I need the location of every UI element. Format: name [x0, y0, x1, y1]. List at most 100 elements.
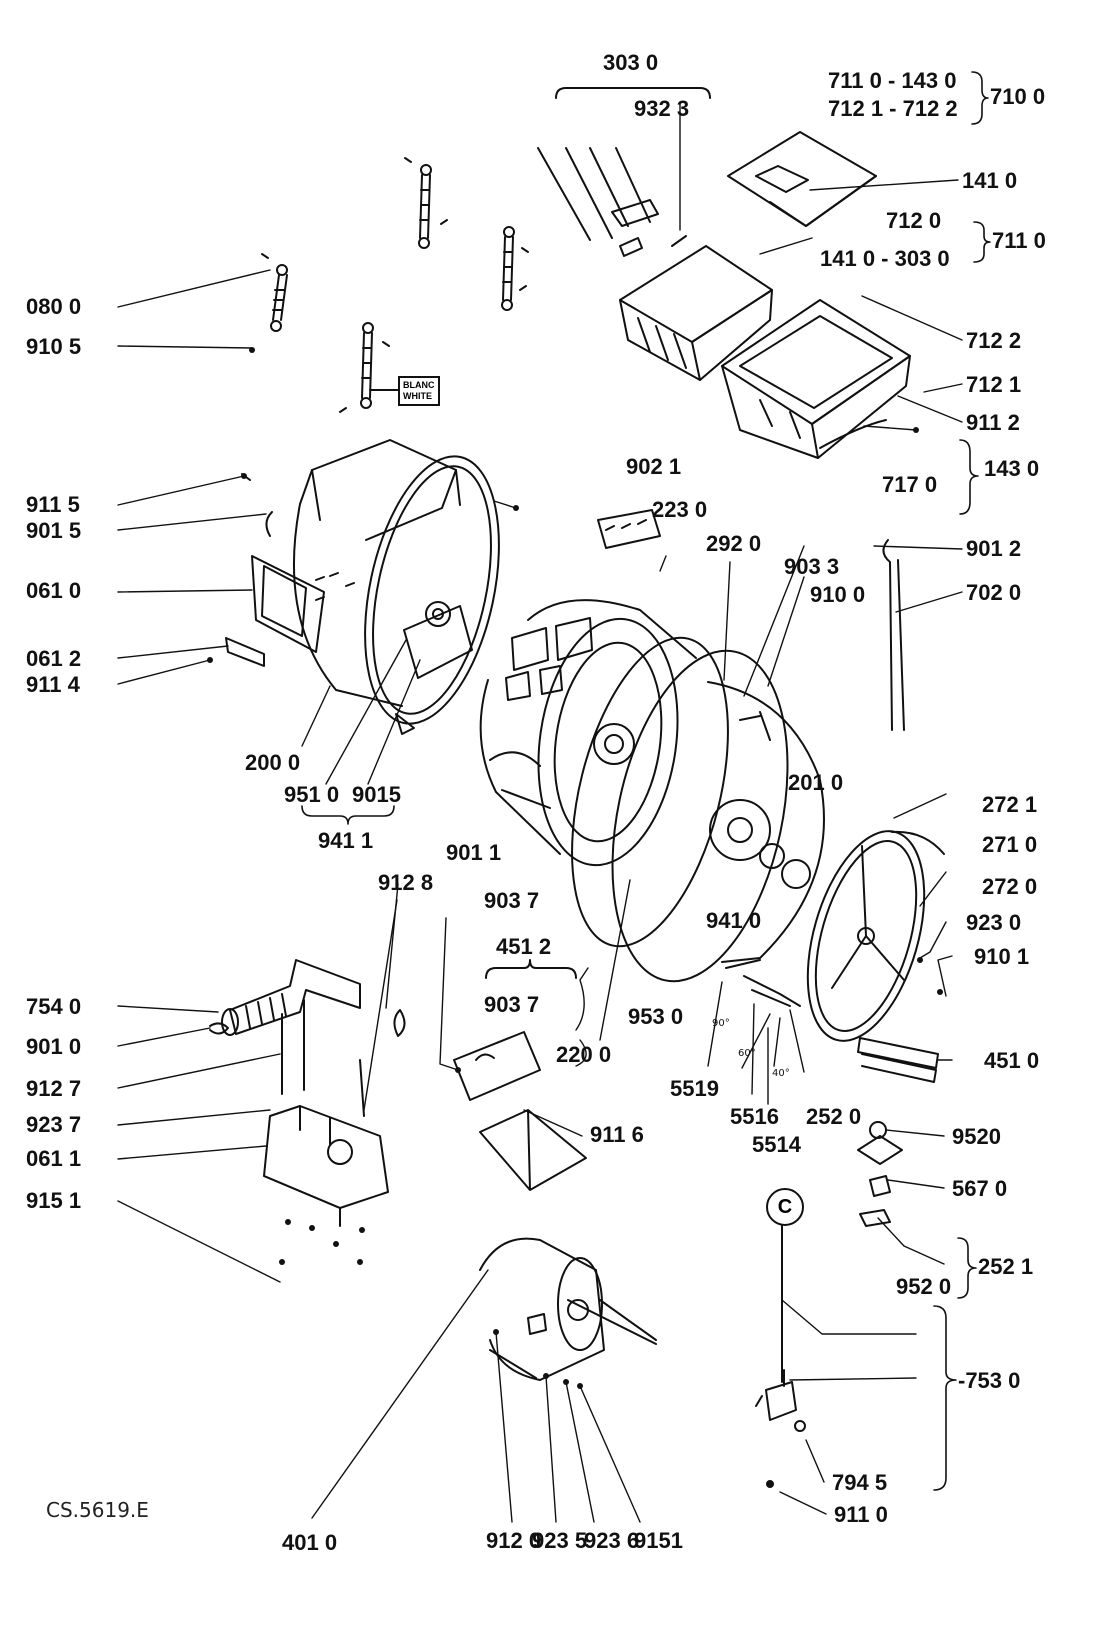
spring-0800	[270, 264, 288, 332]
label-9236: 923 6	[584, 1528, 640, 1553]
weight-2230	[597, 509, 661, 549]
label-9237: 923 7	[26, 1112, 82, 1137]
spring-b	[501, 226, 515, 311]
motor-4010	[479, 1237, 657, 1381]
angle-60: 60°	[738, 1048, 756, 1059]
label-2000: 200 0	[245, 750, 301, 775]
tag-line-1: BLANC	[403, 380, 435, 390]
label-9530: 953 0	[628, 1004, 684, 1029]
gasket-9530	[571, 636, 729, 948]
label-5514: 5514	[752, 1132, 801, 1157]
label-0610: 061 0	[26, 578, 82, 603]
leader-lines	[117, 101, 963, 1523]
color-tag: BLANC WHITE	[398, 376, 440, 406]
label-9015-top: 901 5	[26, 518, 82, 543]
detergent-drawer	[619, 245, 773, 381]
spring-c	[360, 322, 374, 409]
fasteners	[207, 347, 943, 1389]
pulley	[806, 830, 926, 1042]
drum	[479, 599, 697, 867]
label-9012: 901 2	[966, 536, 1022, 561]
label-9033: 903 3	[784, 554, 840, 579]
thermostat-parts	[725, 959, 801, 1007]
label-3030: 303 0	[603, 50, 659, 75]
label-2920: 292 0	[706, 531, 762, 556]
counterweight-0611	[263, 1105, 389, 1227]
label-2200: 220 0	[556, 1042, 612, 1067]
label-5519: 5519	[670, 1076, 719, 1101]
label-9127: 912 7	[26, 1076, 82, 1101]
label-9120: 912 0	[486, 1528, 542, 1553]
front-panel-0610	[251, 555, 325, 653]
angle-40: 40°	[772, 1068, 790, 1079]
base-cover	[479, 1109, 587, 1191]
label-7540: 754 0	[26, 994, 82, 1019]
pressure-switch	[755, 1221, 806, 1488]
label-9510: 951 0	[284, 782, 340, 807]
softener-siphon	[537, 147, 687, 257]
label-7121: 712 1	[966, 372, 1022, 397]
circle-c-marker: C	[766, 1188, 804, 1226]
braces	[301, 71, 991, 1491]
label-9230: 923 0	[966, 910, 1022, 935]
label-7110-1430: 711 0 - 143 0	[828, 68, 957, 93]
label-9520-bottom: 952 0	[896, 1274, 952, 1299]
clamp-9010	[209, 1022, 229, 1035]
bolts-9127	[281, 999, 365, 1117]
label-9410: 941 0	[706, 908, 762, 933]
label-5670: 567 0	[952, 1176, 1008, 1201]
label-1410-3030: 141 0 - 303 0	[820, 246, 950, 271]
label-5516: 5516	[730, 1104, 779, 1129]
label-7100: 710 0	[990, 84, 1046, 109]
label-0800: 080 0	[26, 294, 82, 319]
label-2520: 252 0	[806, 1104, 862, 1129]
label-7121-7122: 712 1 - 712 2	[828, 96, 958, 121]
label-0611: 061 1	[26, 1146, 82, 1171]
label-4512: 451 2	[496, 934, 552, 959]
dispenser-lid	[727, 131, 877, 227]
label-9010: 901 0	[26, 1034, 82, 1059]
belt-2710	[891, 830, 945, 855]
label-2720: 272 0	[982, 874, 1038, 899]
label-7945: 794 5	[832, 1470, 888, 1495]
label-7530: -753 0	[958, 1368, 1021, 1393]
hose-7540	[221, 959, 361, 1036]
label-0612: 061 2	[26, 646, 82, 671]
valve-parts	[857, 1121, 903, 1227]
label-7120: 712 0	[886, 208, 942, 233]
drawer-housing	[721, 299, 911, 459]
document-code: CS.5619.E	[46, 1498, 149, 1522]
label-9037-bottom: 903 7	[484, 992, 540, 1017]
label-9151-bottom: 9151	[634, 1528, 683, 1553]
label-9110: 911 0	[834, 1502, 888, 1527]
label-9101: 910 1	[974, 944, 1030, 969]
label-9037-top: 903 7	[484, 888, 540, 913]
label-7170: 717 0	[882, 472, 938, 497]
label-9015-bottom: 9015	[352, 782, 401, 807]
label-9116: 911 6	[590, 1122, 644, 1147]
brace-3030	[555, 87, 711, 99]
label-1430: 143 0	[984, 456, 1040, 481]
label-7020: 702 0	[966, 580, 1022, 605]
clip-9011	[393, 1009, 406, 1037]
label-2721: 272 1	[982, 792, 1038, 817]
tub-front-half	[292, 439, 500, 735]
label-9011: 901 1	[446, 840, 502, 865]
label-9323: 932 3	[634, 96, 690, 121]
label-1410: 141 0	[962, 168, 1018, 193]
label-2710: 271 0	[982, 832, 1038, 857]
label-2521: 252 1	[978, 1254, 1034, 1279]
label-9128: 912 8	[378, 870, 434, 895]
label-9112: 911 2	[966, 410, 1020, 435]
bracket-0612	[225, 637, 265, 667]
label-9235: 923 5	[532, 1528, 588, 1553]
brace-4512	[485, 959, 577, 979]
label-9021: 902 1	[626, 454, 682, 479]
label-9411: 941 1	[318, 828, 374, 853]
label-9114: 911 4	[26, 672, 80, 697]
spring-clips	[261, 157, 529, 413]
label-9100: 910 0	[810, 582, 866, 607]
label-2230: 223 0	[652, 497, 708, 522]
